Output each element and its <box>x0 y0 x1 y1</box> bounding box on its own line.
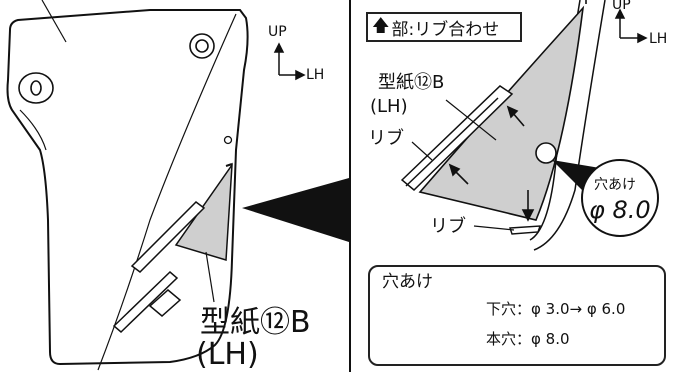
rib-left <box>112 201 206 334</box>
legend-text: 部:リブ合わせ <box>391 19 500 40</box>
leader-line <box>41 0 67 43</box>
axis-up-label-left: UP <box>268 24 287 40</box>
drill-info-title: 穴あけ <box>382 272 433 292</box>
pilot-hole-spec: 下穴：φ 3.0→ φ 6.0 <box>486 300 626 318</box>
final-hole-spec: 本穴：φ 8.0 <box>486 330 570 348</box>
axis-up-label-right: UP <box>612 0 631 13</box>
axis-indicator-left <box>273 42 306 81</box>
zoom-pointer <box>242 178 349 242</box>
axis-indicator-right <box>614 8 648 44</box>
mount-boss-top <box>189 33 215 59</box>
drill-info-box <box>368 265 666 366</box>
template-12b-left <box>174 162 233 261</box>
axis-lh-label-right: LH <box>649 31 668 47</box>
hole-callout-title: 穴あけ <box>594 177 636 193</box>
template-name-left: 型紙⑫B <box>200 305 311 340</box>
legend-box: 🡅 部:リブ合わせ <box>366 12 522 42</box>
template-side-left: (LH) <box>196 337 259 372</box>
rib-align-arrows <box>448 0 587 222</box>
drill-hole-target <box>535 142 557 164</box>
leader-line <box>205 251 215 303</box>
template-side-right: (LH) <box>370 96 408 117</box>
rib-bottom <box>509 225 541 235</box>
template-12b-right <box>418 5 585 221</box>
hole-callout-size: φ 8.0 <box>589 196 651 224</box>
mount-boss-left <box>18 72 54 104</box>
hole-callout-bubble <box>581 159 659 237</box>
rib-label-upper: リブ <box>368 128 404 149</box>
body-panel-outline <box>6 9 249 371</box>
rib-label-lower: リブ <box>430 216 466 237</box>
small-hole <box>223 135 233 145</box>
template-name-right: 型紙⑫B <box>378 72 445 93</box>
axis-lh-label-left: LH <box>306 67 325 83</box>
up-arrow-icon: 🡅 <box>372 15 390 36</box>
leader-lines-right <box>411 99 515 231</box>
clip-slot <box>225 163 233 167</box>
